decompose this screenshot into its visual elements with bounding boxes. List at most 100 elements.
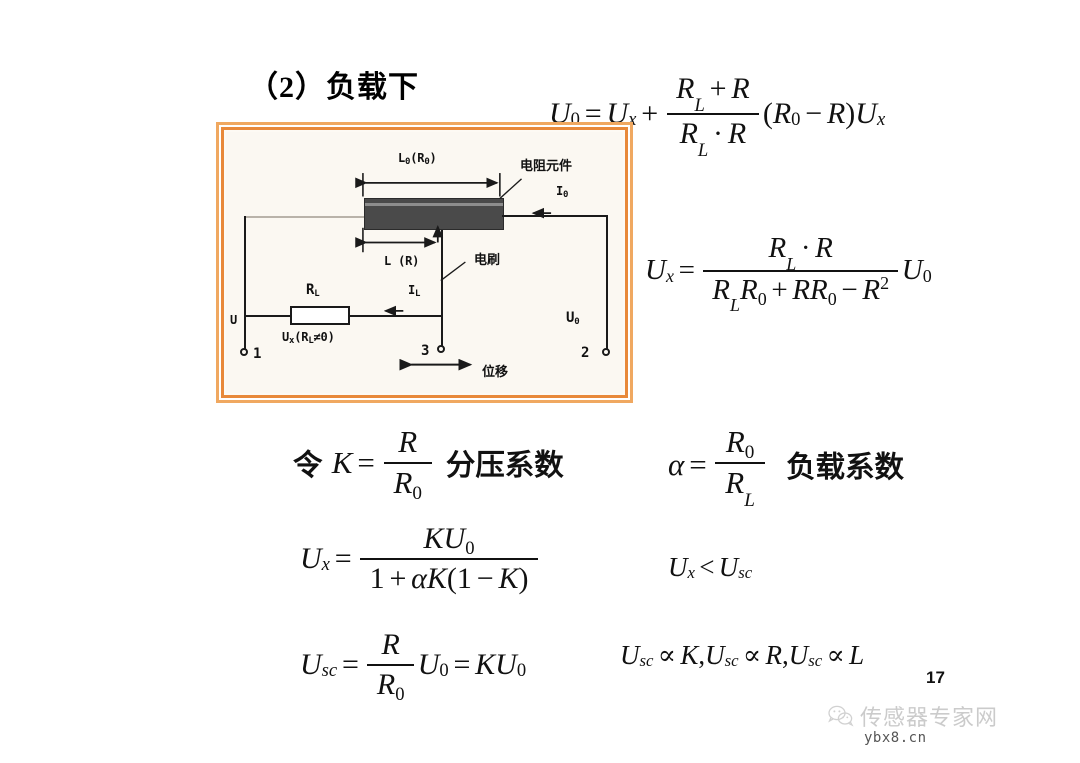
ux-num-rl-sub: L bbox=[786, 253, 797, 274]
formula-usc-u-sub: 0 bbox=[439, 659, 449, 681]
definition-k-equals: = bbox=[357, 444, 375, 480]
label-current-il: IL bbox=[408, 283, 421, 299]
label-total-length-sub: 0 bbox=[405, 157, 411, 167]
ux-den-plus: + bbox=[771, 273, 788, 306]
label-current-i0-sub: 0 bbox=[563, 190, 569, 200]
alpha-den-r-sub: L bbox=[744, 490, 755, 512]
formula-ux-k-equals: = bbox=[334, 541, 352, 575]
formula-usc-denominator: R0 bbox=[367, 667, 414, 705]
label-voltage-u0-right-u: U bbox=[566, 310, 575, 326]
k-den-r: R bbox=[393, 464, 413, 500]
usc-den-r: R bbox=[376, 667, 396, 701]
watermark: 传感器专家网 bbox=[828, 700, 998, 732]
ux-num-dot: · bbox=[800, 232, 811, 264]
label-total-length-l: L bbox=[398, 151, 406, 165]
formula-u0-tail-u: U bbox=[855, 96, 877, 130]
uxk-num-ku: KU bbox=[423, 522, 466, 555]
formula-ux-k-lhs: U bbox=[300, 541, 322, 575]
prop3-value: L bbox=[849, 640, 865, 670]
prop2-u: U bbox=[705, 640, 725, 670]
label-voltage-ux-cond-tail: ≠0) bbox=[313, 330, 335, 344]
uxk-num-sub: 0 bbox=[465, 537, 475, 559]
ux-den-minus: − bbox=[841, 273, 858, 306]
definition-k-fraction: R R0 bbox=[383, 424, 432, 504]
formula-u0-paren-open: ( bbox=[762, 96, 773, 130]
label-partial-length: L (R) bbox=[384, 254, 419, 268]
formula-ux-k-lhs-sub: x bbox=[321, 553, 330, 575]
formula-ux-k-denominator: 1+αK(1−K) bbox=[360, 562, 538, 596]
formula-ux-fraction-bar bbox=[703, 269, 899, 272]
uxk-den-open: ( bbox=[446, 561, 457, 595]
prop3-u: U bbox=[788, 640, 809, 670]
k-den-r-sub: 0 bbox=[412, 482, 422, 504]
label-voltage-ux-cond: (R bbox=[294, 330, 309, 344]
formula-u0-lhs: U bbox=[549, 96, 571, 130]
formula-u0-plus: + bbox=[641, 96, 659, 130]
formula-u0-equals: = bbox=[584, 96, 602, 130]
formula-ux-tail-u: U bbox=[901, 254, 923, 287]
inequality-operator: < bbox=[699, 552, 715, 582]
label-terminal-1: 1 bbox=[253, 346, 262, 362]
label-total-length-paren: (R bbox=[410, 151, 425, 165]
formula-ux-denominator: RLR0+RR0−R2 bbox=[703, 273, 898, 315]
label-current-i0-i: I bbox=[556, 184, 564, 198]
inequality-rhs: U bbox=[718, 552, 739, 582]
uxk-den-minus: − bbox=[476, 561, 494, 595]
ux-den-rr-sub: 0 bbox=[827, 288, 837, 309]
label-partial-length-l: L bbox=[384, 254, 392, 268]
label-total-length-paren-close: ) bbox=[429, 151, 437, 165]
prop3-operator: ∝ bbox=[826, 640, 845, 670]
formula-ux-numerator: RL·R bbox=[759, 232, 842, 274]
label-load-resistor: RL bbox=[306, 282, 320, 299]
prop1-value: K bbox=[680, 640, 699, 670]
wire-wiper-vertical bbox=[441, 230, 443, 349]
definition-alpha-fraction-bar bbox=[715, 461, 765, 464]
ux-den-r0-sub: 0 bbox=[757, 288, 767, 309]
formula-u0-fraction-bar bbox=[666, 112, 760, 115]
definition-alpha-label: 负载系数 bbox=[786, 450, 904, 485]
ux-den-r: R bbox=[712, 273, 730, 306]
inequality-lhs-sub: x bbox=[687, 562, 695, 582]
formula-u0-fraction: RL+R RL·R bbox=[666, 72, 760, 161]
definition-k-denominator: R0 bbox=[384, 464, 432, 504]
formula-u0-numerator: RL+R bbox=[667, 72, 760, 116]
inequality-lhs: U bbox=[668, 552, 688, 582]
formula-usc-equals2: = bbox=[453, 647, 471, 681]
uxk-den-k2: K bbox=[498, 561, 519, 595]
formula-u0-r: R bbox=[826, 96, 846, 130]
prop2-value: R bbox=[765, 640, 782, 670]
formula-u0-tail-u-sub: x bbox=[876, 108, 886, 130]
label-resistive-element: 电阻元件 bbox=[520, 159, 573, 174]
load-resistor-symbol bbox=[290, 306, 350, 325]
usc-den-r-sub: 0 bbox=[395, 683, 405, 705]
formula-u0-ux-sub: x bbox=[628, 108, 637, 130]
den-rl-sub: L bbox=[697, 139, 709, 161]
formula-ux-lhs: U bbox=[645, 254, 666, 287]
definition-k-label: 分压系数 bbox=[445, 447, 564, 482]
resistive-element-bar bbox=[364, 198, 504, 230]
label-voltage-u0-right: U0 bbox=[566, 310, 580, 327]
terminal-1-node[interactable] bbox=[240, 348, 248, 356]
label-current-i0: I0 bbox=[556, 184, 569, 200]
label-voltage-u0-right-sub: 0 bbox=[574, 317, 580, 327]
label-displacement: 位移 bbox=[482, 365, 509, 380]
formula-u0-paren-close: ) bbox=[845, 96, 856, 130]
num-plus: + bbox=[709, 72, 727, 105]
terminal-3-node[interactable] bbox=[437, 345, 445, 353]
definition-k-fraction-bar bbox=[383, 461, 432, 464]
ux-den-l: L bbox=[730, 295, 740, 316]
label-brush: 电刷 bbox=[474, 253, 501, 268]
formula-u0-r0-sub: 0 bbox=[791, 108, 801, 130]
den-rl: R bbox=[679, 116, 698, 150]
label-voltage-ux: Ux(RL≠0) bbox=[282, 330, 335, 346]
prop2-sub: sc bbox=[724, 650, 739, 670]
formula-usc-equals: = bbox=[341, 647, 359, 681]
definition-k: 令 K = R R0 分压系数 bbox=[293, 424, 564, 504]
label-current-il-sub: L bbox=[415, 289, 421, 299]
label-voltage-ux-u: U bbox=[282, 330, 290, 344]
terminal-2-node[interactable] bbox=[602, 348, 610, 356]
